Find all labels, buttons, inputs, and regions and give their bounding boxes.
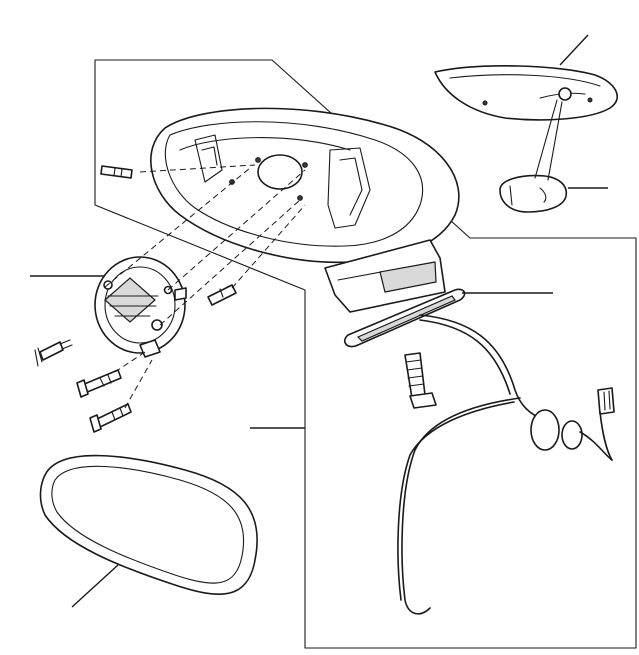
indicator-bulb — [499, 99, 568, 213]
motor-screw-lower — [89, 403, 132, 433]
leader-lens — [559, 34, 589, 66]
wiring-harness — [397, 314, 615, 615]
mounting-gasket — [343, 288, 466, 348]
alignment-lines — [104, 164, 306, 409]
motor-screw-middle — [76, 369, 122, 398]
mounting-stud — [404, 352, 437, 409]
callout-leaders — [30, 34, 608, 608]
mirror-motor — [94, 256, 187, 358]
motor-screw-upper — [34, 339, 73, 367]
turn-signal-lens — [434, 65, 618, 121]
mirror-glass — [39, 454, 258, 596]
housing-screw — [100, 165, 237, 306]
mirror-housing — [150, 107, 460, 313]
leader-glass — [71, 564, 119, 608]
